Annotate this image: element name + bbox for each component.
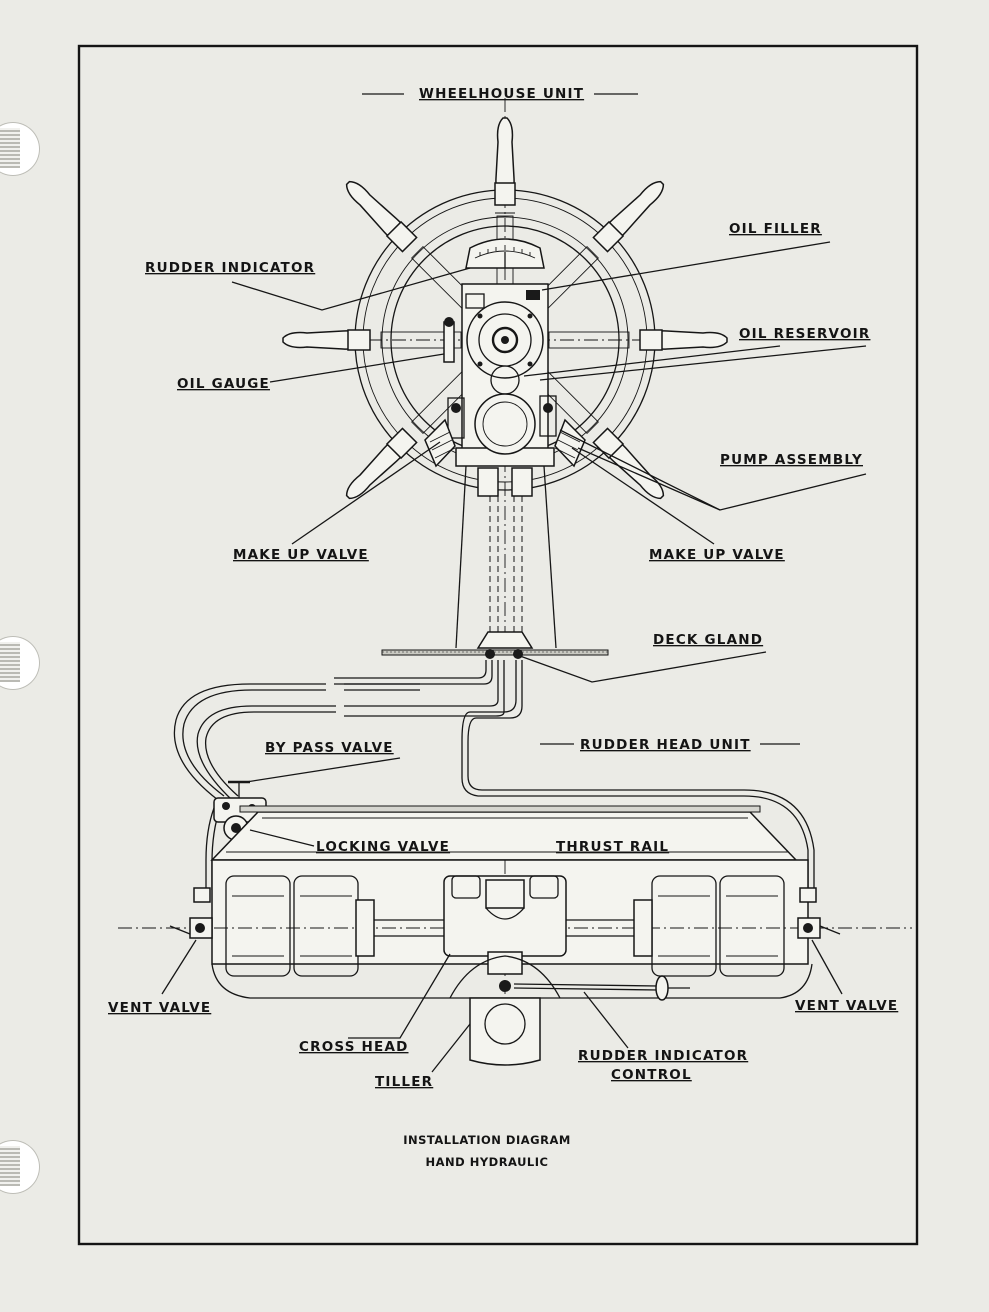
pump-assembly-body xyxy=(443,283,557,467)
label-cross-head: CROSS HEAD xyxy=(299,1039,409,1055)
vent-valve-right-part xyxy=(797,887,841,939)
label-rudder-indicator-control-line1: RUDDER INDICATOR xyxy=(578,1048,748,1064)
vent-valve-left-part xyxy=(169,887,213,939)
label-locking-valve: LOCKING VALVE xyxy=(316,839,450,855)
rudder-indicator-control-rod xyxy=(513,975,690,1001)
label-vent-valve-right: VENT VALVE xyxy=(795,998,898,1014)
rudder-indicator-dial xyxy=(465,238,545,269)
label-rudder-head-unit: RUDDER HEAD UNIT xyxy=(580,737,751,753)
label-make-up-valve-right: MAKE UP VALVE xyxy=(649,547,785,563)
caption-line-2: HAND HYDRAULIC xyxy=(426,1155,549,1169)
label-tiller: TILLER xyxy=(375,1074,433,1090)
label-rudder-indicator-control-line2: CONTROL xyxy=(611,1067,692,1083)
wheel-spoke-top-left xyxy=(345,180,481,316)
binder-ring-top xyxy=(0,128,20,168)
drawing-border xyxy=(77,44,919,1246)
steering-wheel xyxy=(282,117,728,500)
right-cylinder xyxy=(566,875,785,977)
label-oil-filler: OIL FILLER xyxy=(729,221,822,237)
deck-plate xyxy=(381,631,609,659)
label-rudder-indicator: RUDDER INDICATOR xyxy=(145,260,315,276)
rudder-head-unit xyxy=(118,805,912,1066)
label-oil-gauge: OIL GAUGE xyxy=(177,376,270,392)
left-cylinder xyxy=(225,875,444,977)
label-wheelhouse-unit: WHEELHOUSE UNIT xyxy=(419,86,584,102)
label-pump-assembly: PUMP ASSEMBLY xyxy=(720,452,863,468)
wheel-spoke-top-right xyxy=(529,180,665,316)
make-up-valve-left-part xyxy=(424,418,456,468)
pedestal xyxy=(455,465,557,649)
label-make-up-valve-left: MAKE UP VALVE xyxy=(233,547,369,563)
wheel-spoke-right xyxy=(548,329,728,351)
label-vent-valve-left: VENT VALVE xyxy=(108,1000,211,1016)
label-oil-reservoir: OIL RESERVOIR xyxy=(739,326,870,342)
binder-ring-bottom xyxy=(0,1146,20,1186)
caption-line-1: INSTALLATION DIAGRAM xyxy=(403,1133,571,1147)
wheelhouse-unit xyxy=(282,98,728,659)
hydraulic-piping xyxy=(173,660,815,892)
label-deck-gland: DECK GLAND xyxy=(653,632,763,648)
wheel-spoke-left xyxy=(282,329,462,351)
label-thrust-rail: THRUST RAIL xyxy=(556,839,669,855)
label-by-pass-valve: BY PASS VALVE xyxy=(265,740,394,756)
tiller-part xyxy=(449,955,561,1066)
wheel-spoke-bottom-left xyxy=(345,364,481,500)
leader-lines xyxy=(161,93,867,1073)
binder-ring-middle xyxy=(0,642,20,682)
cross-head-part xyxy=(443,875,567,992)
